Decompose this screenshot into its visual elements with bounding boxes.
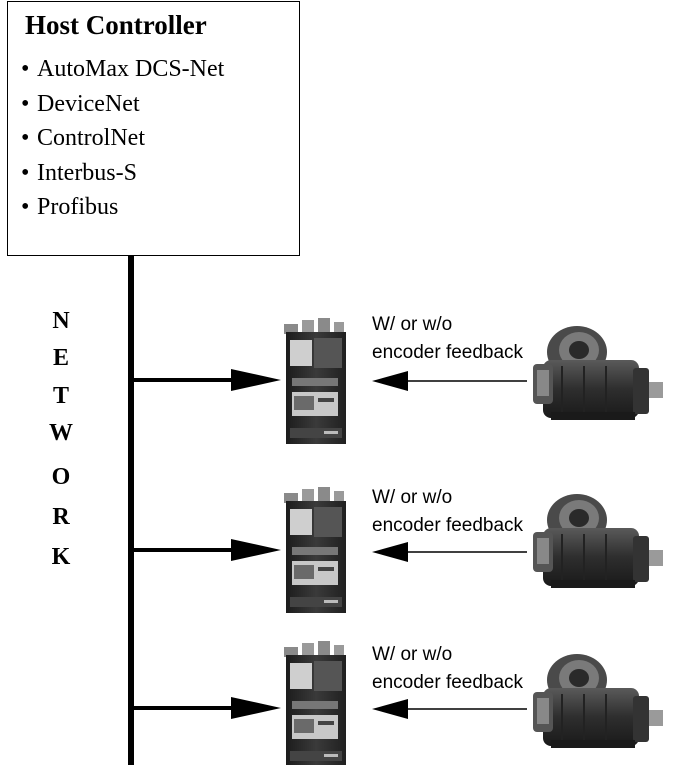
bus-arrowhead-3 <box>231 697 281 719</box>
drive-unit-1 <box>284 318 346 444</box>
bus-arrowhead-2 <box>231 539 281 561</box>
drive-unit-3 <box>284 641 346 765</box>
host-controller-box: Host Controller •AutoMax DCS-Net •Device… <box>7 1 300 256</box>
feedback-label-2: W/ or w/o encoder feedback <box>372 487 524 536</box>
network-letter-e: E <box>52 345 69 371</box>
protocol-item-profibus: •Profibus <box>21 194 119 220</box>
motor-2 <box>533 494 663 588</box>
bus-arrowhead-1 <box>231 369 281 391</box>
protocol-item-automax: •AutoMax DCS-Net <box>21 56 225 82</box>
feedback-label-3: W/ or w/o encoder feedback <box>372 644 524 693</box>
feedback-arrowhead-1 <box>372 371 408 391</box>
motor-3 <box>533 654 663 748</box>
protocol-item-controlnet: •ControlNet <box>21 125 145 151</box>
network-letter-r: R <box>52 504 70 530</box>
network-protocol-list: •AutoMax DCS-Net •DeviceNet •ControlNet … <box>21 52 224 225</box>
drive-unit-2 <box>284 487 346 613</box>
feedback-label-1: W/ or w/o encoder feedback <box>372 314 524 363</box>
feedback-arrowhead-2 <box>372 542 408 562</box>
network-letter-t: T <box>52 383 69 409</box>
network-letter-w: W <box>49 420 73 446</box>
network-letter-n: N <box>52 308 70 334</box>
network-letter-k: K <box>51 544 71 570</box>
network-letter-o: O <box>51 464 71 490</box>
protocol-item-interbus: •Interbus-S <box>21 159 137 186</box>
host-controller-title: Host Controller <box>25 10 207 40</box>
motor-1 <box>533 326 663 420</box>
feedback-arrowhead-3 <box>372 699 408 719</box>
protocol-item-devicenet: •DeviceNet <box>21 90 140 117</box>
